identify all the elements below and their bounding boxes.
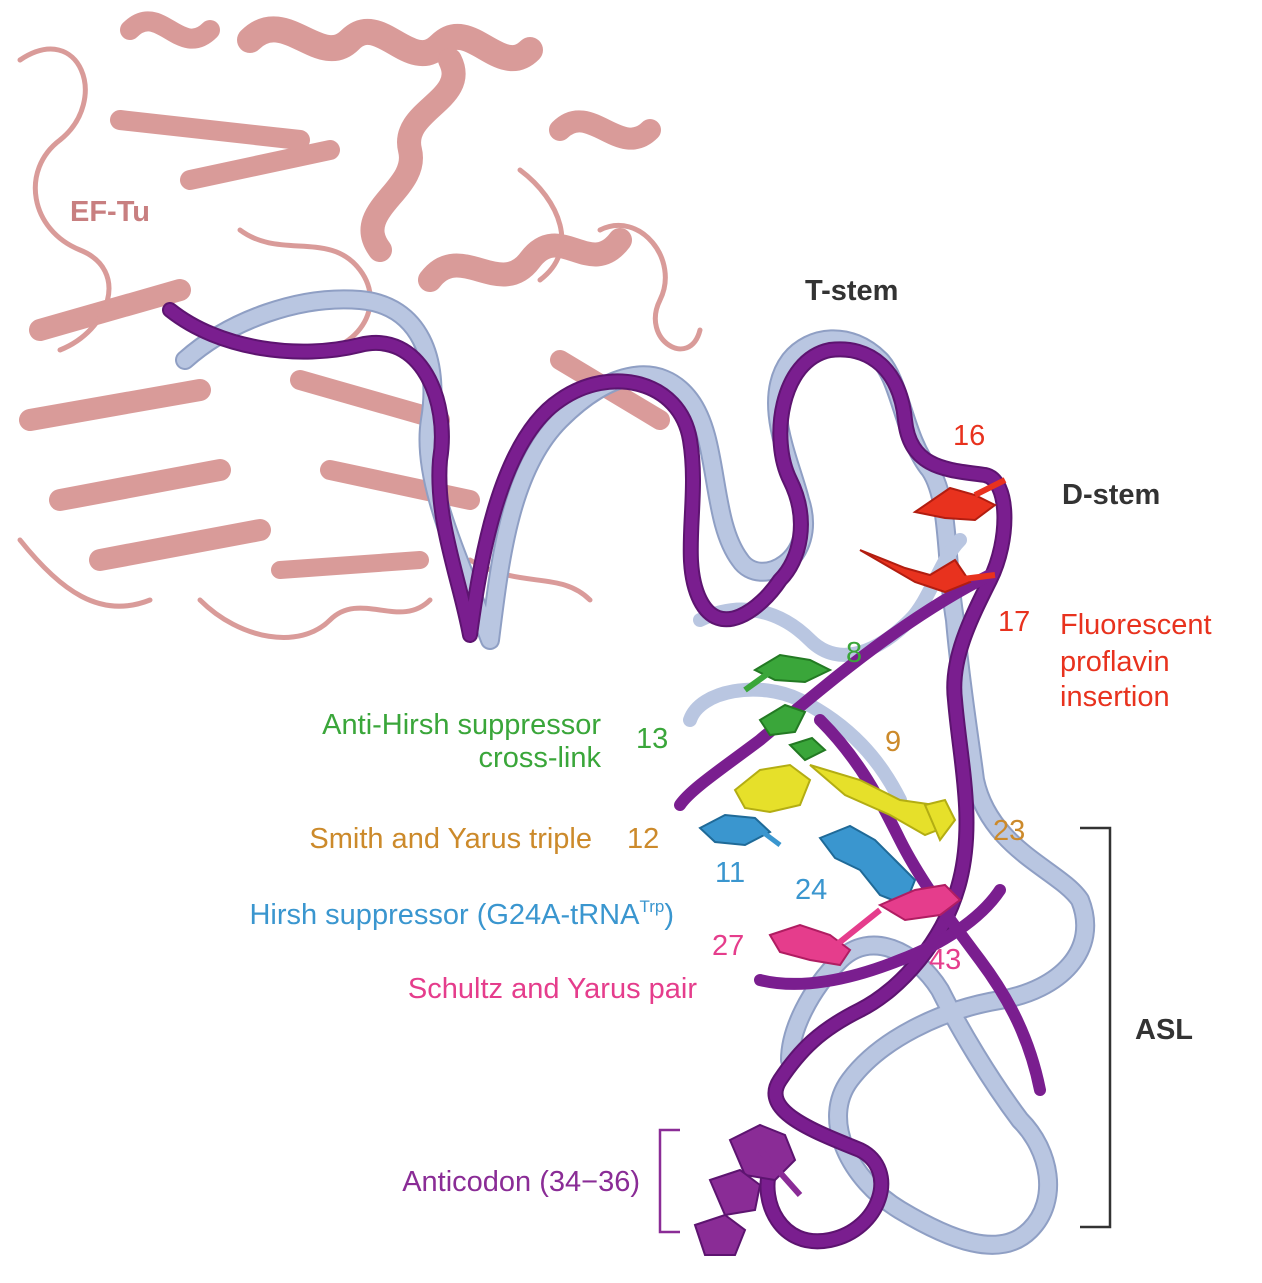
base-27 [768, 923, 852, 967]
ef-tu-strand [19, 379, 211, 431]
ef-tu-helix [549, 110, 661, 150]
ef-tu-strand [89, 519, 271, 571]
ef-tu-strand [180, 140, 340, 190]
anticodon-bracket [658, 1128, 680, 1234]
trna-native-backbone [162, 302, 1046, 1250]
base-16 [912, 477, 1007, 522]
nucleotide-17-label: 17 [998, 606, 1031, 638]
hirsh-label-main: Hirsh suppressor (G24A-tRNA [249, 899, 640, 931]
ef-tu-helix [418, 228, 632, 292]
ef-tu-helix [120, 11, 220, 49]
anti-hirsh-label-line2: cross-link [478, 742, 601, 774]
hirsh-suppressor-label: Hirsh suppressor (G24A-tRNATrp) [249, 898, 674, 932]
ef-tu-protein [17, 11, 703, 640]
ef-tu-loop [197, 597, 433, 640]
fluorescent-label-line1: Fluorescent [1060, 609, 1212, 641]
asl-label: ASL [1135, 1014, 1193, 1046]
fluorescent-label-line2: proflavin [1060, 646, 1170, 678]
base-13 [758, 703, 827, 762]
hirsh-label-close: ) [664, 899, 674, 931]
base-11 [698, 813, 782, 847]
t-stem-label: T-stem [805, 275, 899, 307]
nucleotide-12-label: 12 [627, 823, 660, 855]
smith-yarus-label: Smith and Yarus triple [309, 823, 592, 855]
anti-hirsh-label-line1: Anti-Hirsh suppressor [322, 709, 601, 741]
ef-tu-strand [29, 279, 191, 341]
ef-tu-helix [360, 48, 466, 262]
fluorescent-label-line3: insertion [1060, 681, 1170, 713]
ef-tu-strand [290, 370, 450, 430]
nucleotide-23-label: 23 [993, 815, 1026, 847]
base-8 [743, 653, 833, 693]
nucleotide-9-label: 9 [885, 726, 902, 758]
ef-tu-label: EF-Tu [70, 196, 150, 228]
ef-tu-strand [271, 551, 429, 579]
hirsh-label-superscript: Trp [639, 897, 665, 916]
nucleotide-13-label: 13 [636, 723, 669, 755]
base-9-12-23-triple [733, 763, 957, 842]
nucleotide-24-label: 24 [795, 874, 828, 906]
ef-tu-loop [17, 537, 153, 609]
nucleotide-8-label: 8 [846, 637, 863, 669]
anticodon-label: Anticodon (34−36) [402, 1166, 640, 1198]
ef-tu-helix [237, 16, 543, 71]
nucleotide-16-label: 16 [953, 420, 986, 452]
d-stem-label: D-stem [1062, 479, 1161, 511]
ef-tu-strand [110, 110, 310, 150]
ef-tu-loop [597, 222, 703, 352]
trna-mutant-backbone [175, 289, 1096, 1255]
anticodon-bases [693, 1123, 803, 1256]
ef-tu-loop [517, 167, 565, 283]
ef-tu-loop [17, 46, 112, 353]
base-43 [828, 883, 962, 953]
asl-bracket [1080, 826, 1112, 1229]
ef-tu-strand [320, 460, 480, 510]
nucleotide-11-label: 11 [715, 857, 746, 889]
schultz-yarus-label: Schultz and Yarus pair [407, 973, 697, 1005]
nucleotide-43-label: 43 [929, 944, 962, 976]
base-17 [859, 549, 996, 594]
nucleotide-27-label: 27 [712, 930, 745, 962]
ef-tu-strand [49, 459, 231, 511]
